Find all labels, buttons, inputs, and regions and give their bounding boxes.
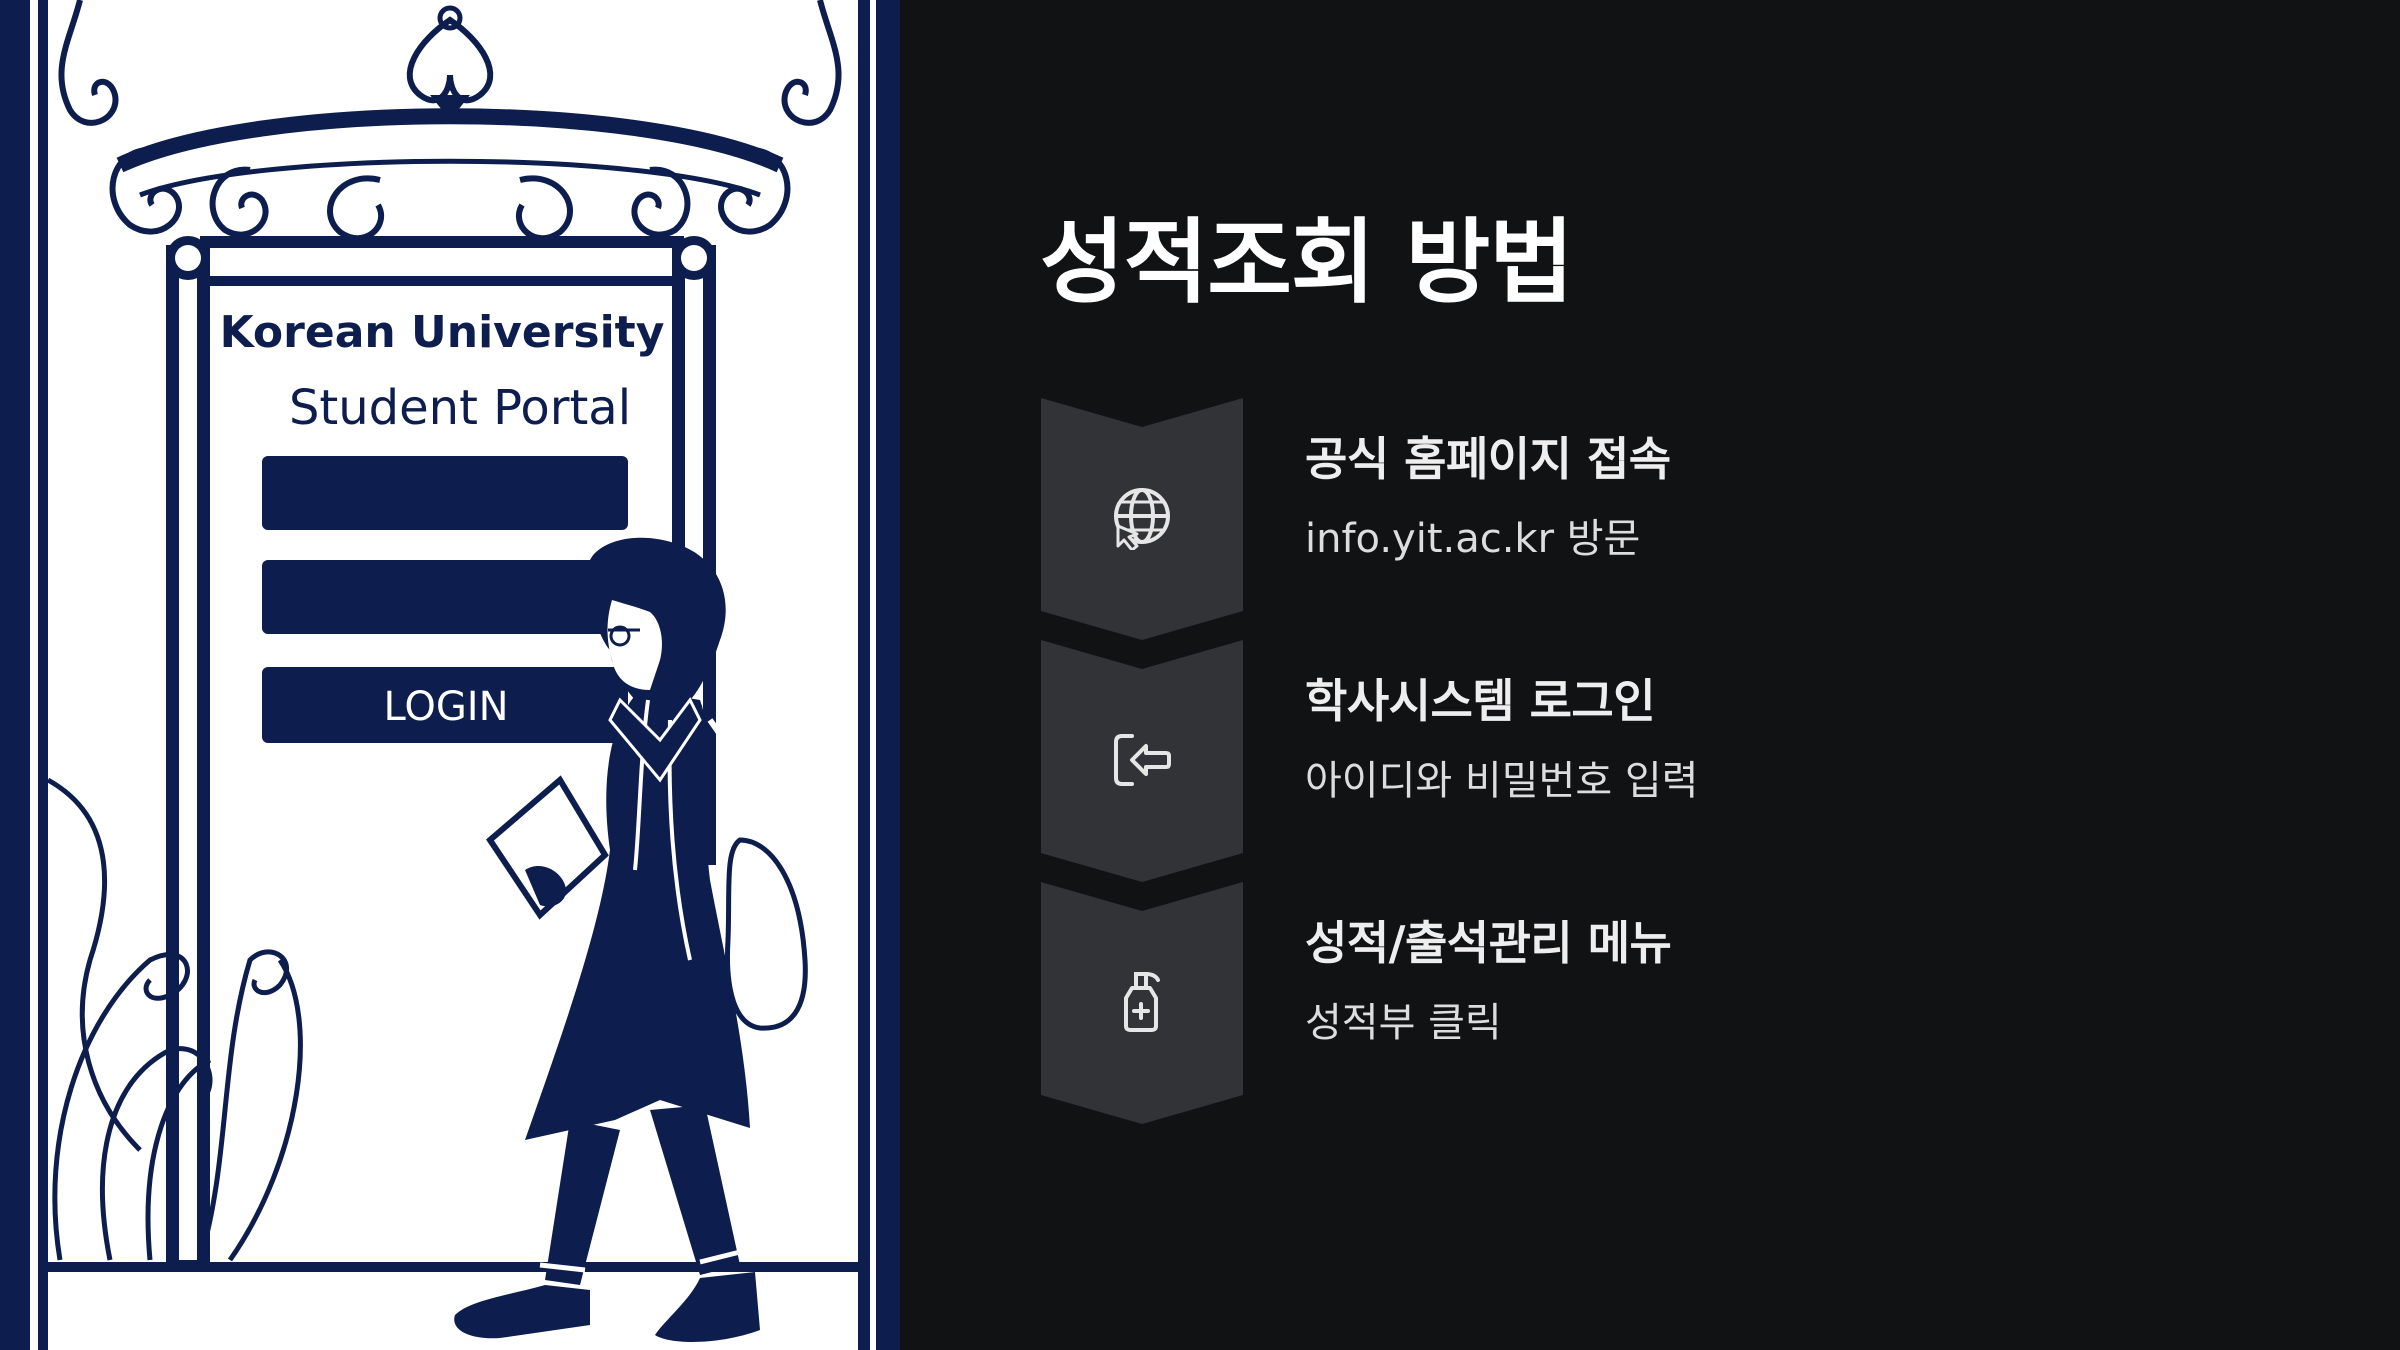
globe-icon [1110, 486, 1174, 550]
sanitizer-bottle-icon [1110, 970, 1174, 1034]
step-2-heading: 학사시스템 로그인 [1305, 674, 1656, 728]
content-panel: 성적조회 방법 공식 홈페이지 접속 [1040, 0, 2340, 1350]
sign-subtitle: Student Portal [289, 380, 631, 436]
password-field-illustration [262, 560, 628, 634]
step-2: 학사시스템 로그인 아이디와 비밀번호 입력 [1040, 640, 2300, 882]
step-2-text: 학사시스템 로그인 아이디와 비밀번호 입력 [1305, 674, 2205, 805]
login-icon [1110, 728, 1174, 792]
step-3-text: 성적/출석관리 메뉴 성적부 클릭 [1305, 916, 2205, 1047]
sign-title: Korean University [220, 307, 665, 358]
step-1-chevron [1041, 398, 1243, 640]
step-2-chevron [1041, 640, 1243, 882]
step-1-text: 공식 홈페이지 접속 info.yit.ac.kr 방문 [1305, 432, 2205, 563]
step-1-description: info.yit.ac.kr 방문 [1305, 516, 1641, 563]
step-3-heading: 성적/출석관리 메뉴 [1305, 916, 1672, 970]
page-title: 성적조회 방법 [1040, 209, 1574, 316]
step-1-heading: 공식 홈페이지 접속 [1305, 432, 1671, 486]
username-field-illustration [262, 456, 628, 530]
step-3-chevron [1041, 882, 1243, 1124]
step-3: 성적/출석관리 메뉴 성적부 클릭 [1040, 882, 2300, 1124]
login-label: LOGIN [383, 684, 508, 730]
portal-illustration: Korean University Student Portal LOGIN [0, 0, 900, 1350]
step-3-description: 성적부 클릭 [1305, 1000, 1502, 1047]
step-1: 공식 홈페이지 접속 info.yit.ac.kr 방문 [1040, 398, 2300, 640]
steps-list: 공식 홈페이지 접속 info.yit.ac.kr 방문 학사시스템 로그인 [1040, 398, 2300, 1124]
portal-illustration-svg: Korean University Student Portal LOGIN [0, 0, 900, 1350]
login-button-illustration [262, 667, 628, 743]
step-2-description: 아이디와 비밀번호 입력 [1305, 758, 1699, 805]
